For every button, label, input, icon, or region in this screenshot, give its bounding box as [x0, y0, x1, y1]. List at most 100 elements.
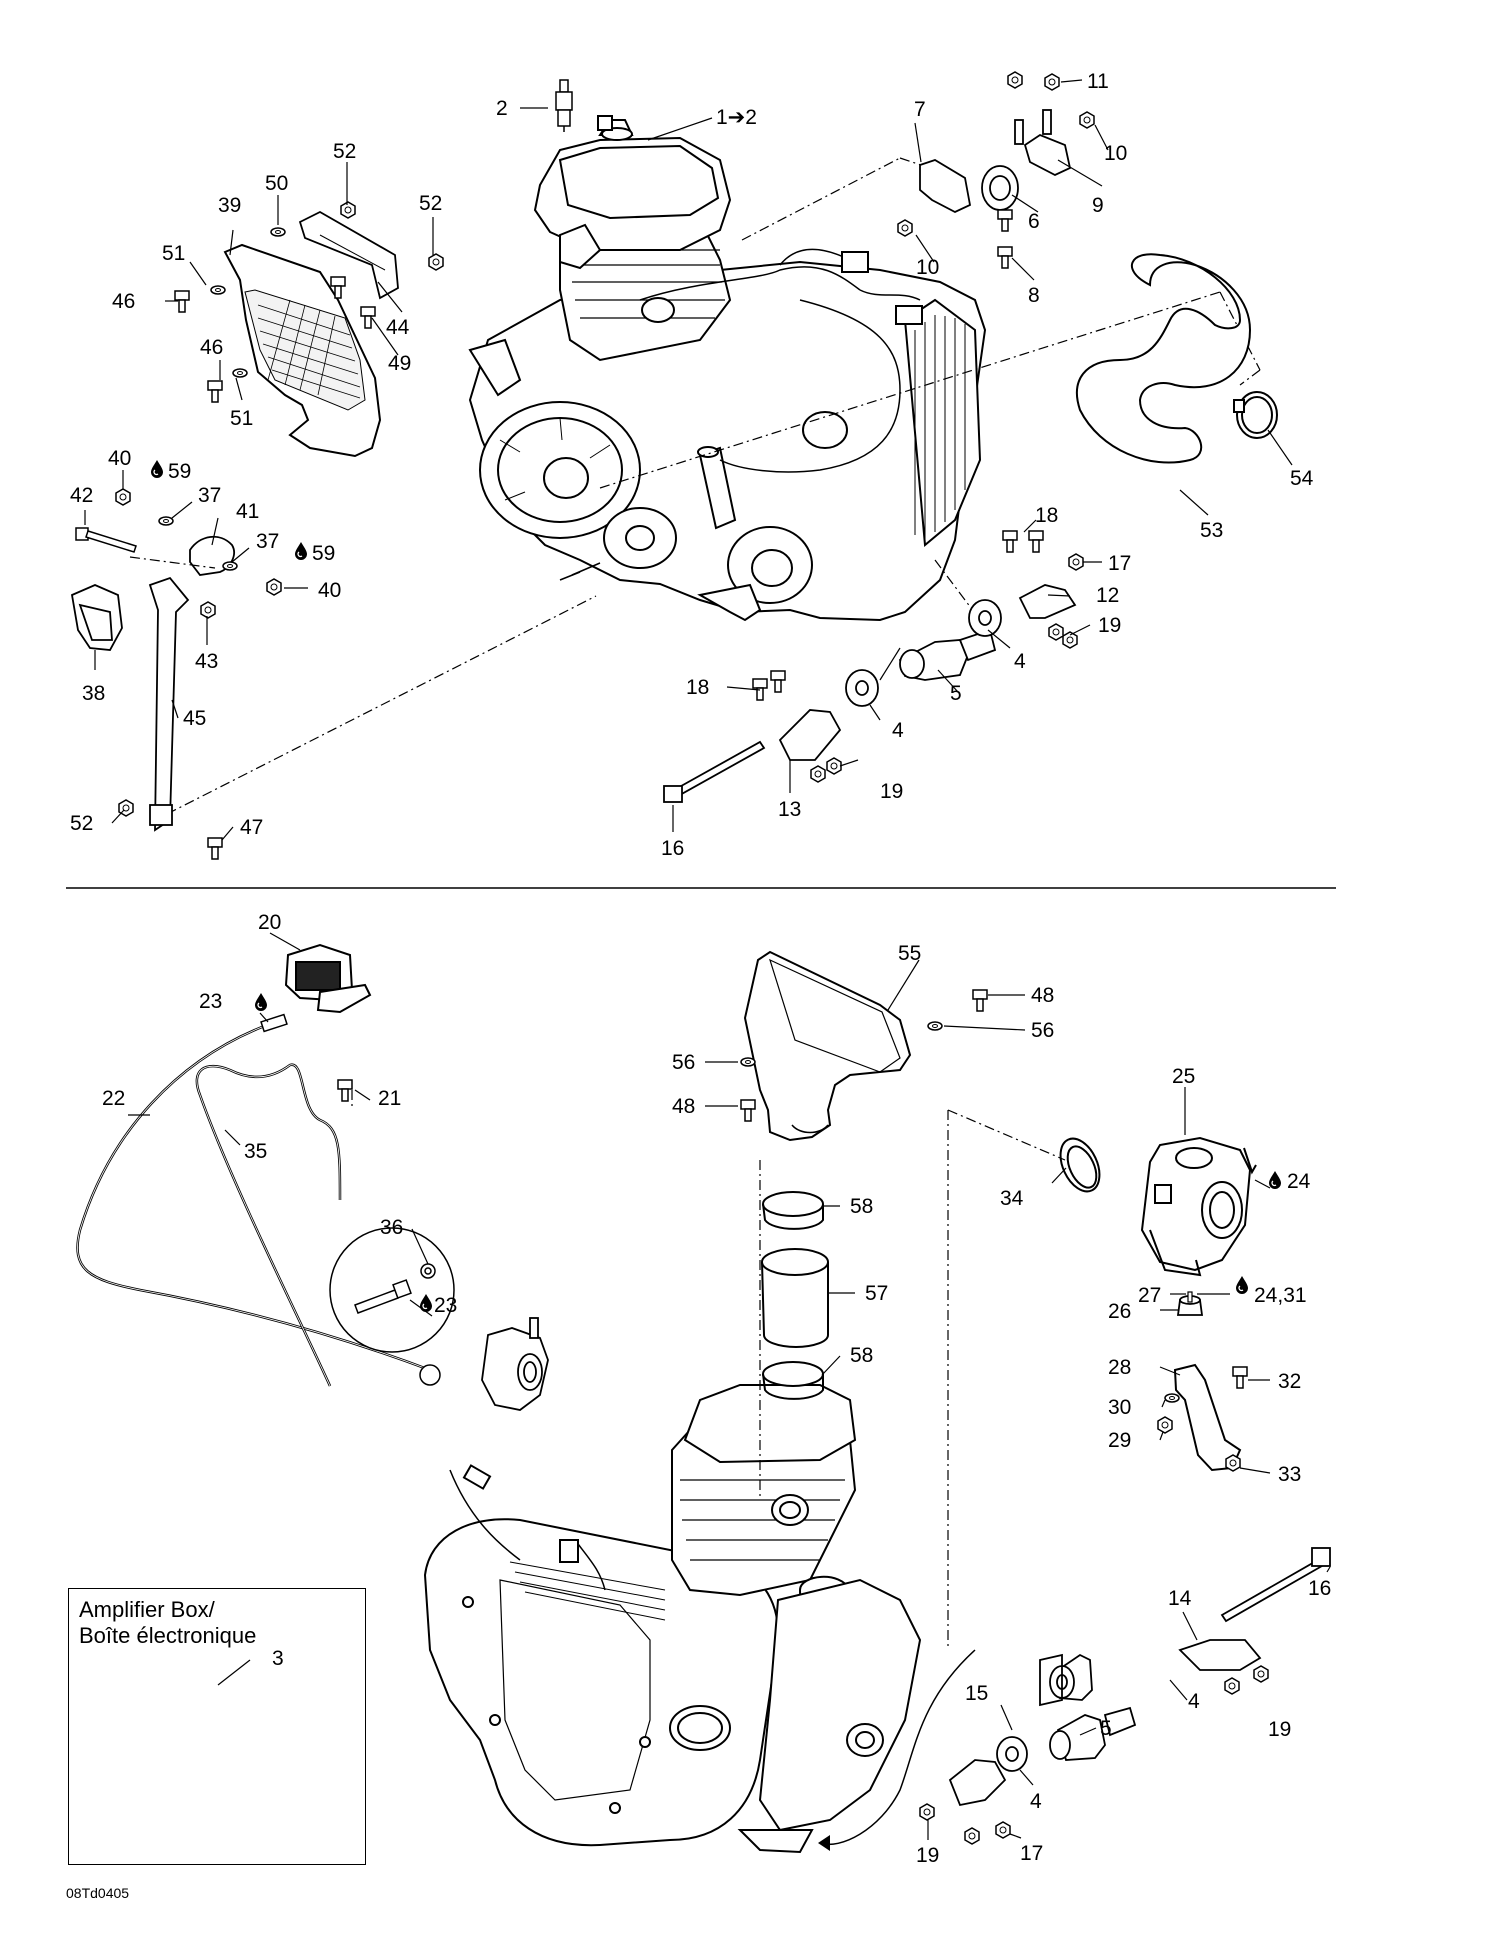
callout-labels: 2 1➔2 7 11 10 9 6 10 8 52 50 39 52 51 46… [70, 70, 1331, 1867]
clip-41 [189, 536, 235, 576]
callout: 32 [1278, 1370, 1301, 1393]
callout: 17 [1108, 552, 1131, 575]
callout: 51 [230, 407, 253, 430]
callout: 15 [965, 1682, 988, 1705]
callout: 45 [183, 707, 206, 730]
callout: 10 [916, 256, 939, 279]
small-carburetor [481, 1317, 549, 1411]
callout: 8 [1028, 284, 1040, 307]
routing-arrow [819, 1649, 976, 1845]
carburetor [1140, 1136, 1257, 1277]
callout: 4 [892, 719, 904, 742]
part-26 [1176, 1295, 1204, 1316]
callout: 46 [200, 336, 223, 359]
callout: 4 [1030, 1790, 1042, 1813]
detail-circle [329, 1227, 455, 1353]
callout: 48 [1031, 984, 1054, 1007]
engine-mount-upper [919, 109, 1072, 214]
callout: 37 [256, 530, 279, 553]
callout: 49 [388, 352, 411, 375]
callout: 48 [672, 1095, 695, 1118]
callout: 12 [1096, 584, 1119, 607]
callout: 55 [898, 942, 921, 965]
callout: 19 [1268, 1718, 1291, 1741]
amplifier-box-subtitle: Boîte électronique [79, 1623, 257, 1648]
callout: 33 [1278, 1463, 1301, 1486]
callout: 54 [1290, 467, 1314, 490]
callout: 19 [1098, 614, 1121, 637]
support-rod [148, 576, 190, 832]
callout: 4 [1188, 1690, 1200, 1713]
callout: 30 [1108, 1396, 1131, 1419]
callout: 24,31 [1254, 1284, 1307, 1307]
callout: 16 [1308, 1577, 1331, 1600]
callout: 37 [198, 484, 221, 507]
heat-shield [223, 243, 382, 458]
callout: 2 [496, 97, 508, 120]
callout: 52 [70, 812, 93, 835]
exhaust-clamp [1233, 391, 1278, 439]
callout: 23 [199, 990, 222, 1013]
callout: 59 [168, 460, 191, 483]
callout: 40 [318, 579, 341, 602]
top-engine-mount-right [663, 584, 1077, 803]
callout: 35 [244, 1140, 267, 1163]
callout: 58 [850, 1344, 873, 1367]
callout: 51 [162, 242, 185, 265]
callout: 43 [195, 650, 218, 673]
callout: 19 [916, 1844, 939, 1867]
callout: 53 [1200, 519, 1223, 542]
callout: 52 [419, 192, 442, 215]
callout: 40 [108, 447, 131, 470]
spark-plug [555, 79, 573, 132]
callout: 9 [1092, 194, 1104, 217]
callout: 16 [661, 837, 684, 860]
callout: 17 [1020, 1842, 1043, 1865]
callout: 47 [240, 816, 263, 839]
bottom-engine-mount-right [948, 1547, 1331, 1807]
exhaust-pipe [1075, 253, 1252, 464]
choke-cable-35 [195, 1063, 342, 1387]
callout: 44 [386, 316, 410, 339]
callout: 58 [850, 1195, 873, 1218]
callout: 24 [1287, 1170, 1311, 1193]
callout: 5 [1100, 1717, 1112, 1740]
callout: 5 [950, 682, 962, 705]
callout: 19 [880, 780, 903, 803]
callout: 18 [686, 676, 709, 699]
callout: 36 [380, 1216, 403, 1239]
callout: 39 [218, 194, 241, 217]
bottom-dashed-lines [351, 1090, 1066, 1650]
long-bolt-42 [75, 527, 137, 553]
callout: 56 [1031, 1019, 1054, 1042]
callout: 7 [914, 98, 926, 121]
callout: 46 [112, 290, 135, 313]
callout: 6 [1028, 210, 1040, 233]
amplifier-box-panel: Amplifier Box/ Boîte électronique [68, 1588, 366, 1865]
drawing-code: 08Td0405 [66, 1885, 130, 1901]
callout: 10 [1104, 142, 1127, 165]
callout: 50 [265, 172, 288, 195]
callout: 23 [434, 1294, 457, 1317]
detail-fitting [354, 1263, 436, 1314]
callout: 1➔2 [716, 106, 757, 129]
callout: 25 [1172, 1065, 1195, 1088]
callout: 27 [1138, 1284, 1161, 1307]
callout: 26 [1108, 1300, 1131, 1323]
cap-38 [70, 584, 123, 651]
throttle-housing [284, 943, 372, 1014]
callout: 34 [1000, 1187, 1024, 1210]
callout: 57 [865, 1282, 888, 1305]
callout: 38 [82, 682, 105, 705]
carb-bracket-28 [1173, 1363, 1242, 1472]
callout: 18 [1035, 504, 1058, 527]
callout: 13 [778, 798, 801, 821]
callout: 20 [258, 911, 281, 934]
callout: 22 [102, 1087, 125, 1110]
bottom-engine-drawing [423, 1384, 922, 1854]
callout: 42 [70, 484, 93, 507]
callout: 56 [672, 1051, 695, 1074]
shield-bracket [298, 210, 399, 300]
callout: 4 [1014, 650, 1026, 673]
